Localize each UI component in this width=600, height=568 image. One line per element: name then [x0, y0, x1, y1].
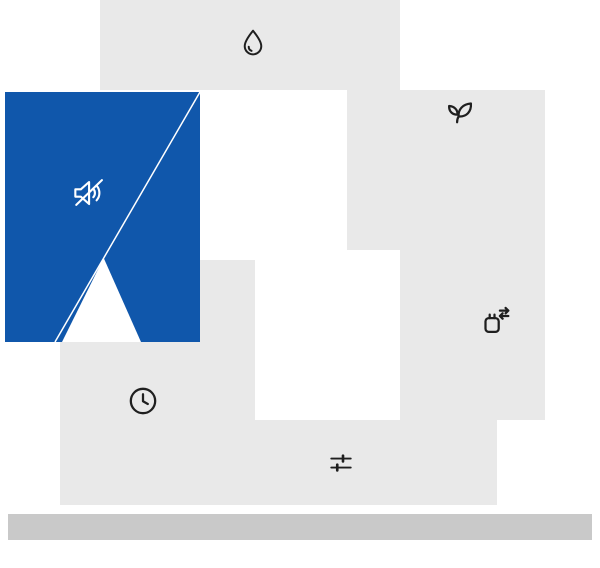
tile-water[interactable] — [100, 0, 400, 90]
plug-swap-icon — [478, 304, 514, 340]
leaf-icon — [440, 96, 476, 132]
clock-icon — [126, 384, 160, 418]
tile-eco[interactable] — [347, 90, 545, 250]
tile-power[interactable] — [400, 250, 545, 420]
bottom-bar — [8, 514, 592, 540]
water-drop-icon — [237, 27, 269, 59]
sliders-icon — [326, 448, 356, 478]
folded-ribbon-shape — [5, 92, 200, 342]
speaker-muted-icon — [68, 171, 112, 215]
tile-audio-muted[interactable] — [5, 92, 200, 342]
